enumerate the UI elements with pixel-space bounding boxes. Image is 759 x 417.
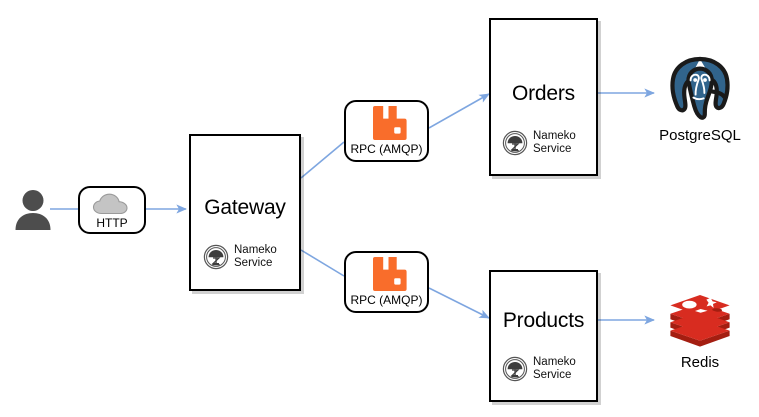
user-person-icon bbox=[15, 190, 51, 230]
service-products-title: Products bbox=[502, 309, 585, 332]
rabbitmq-icon bbox=[372, 257, 407, 291]
actor-user bbox=[14, 188, 52, 230]
transport-http[interactable]: HTTP bbox=[78, 186, 146, 234]
service-products[interactable]: Products Nameko Service bbox=[489, 270, 598, 402]
nameko-badge-products-text: Nameko Service bbox=[533, 356, 576, 381]
nameko-icon bbox=[203, 244, 229, 270]
datastore-postgresql-label: PostgreSQL bbox=[659, 127, 741, 144]
transport-http-caption: HTTP bbox=[96, 215, 128, 230]
transport-rpc-products[interactable]: RPC (AMQP) bbox=[344, 251, 429, 313]
edge-rpc-products-to-products bbox=[428, 287, 490, 319]
edge-rpc-orders-to-orders bbox=[428, 93, 490, 129]
datastore-redis[interactable]: Redis bbox=[645, 292, 755, 371]
datastore-postgresql[interactable]: PostgreSQL bbox=[645, 55, 755, 144]
service-orders[interactable]: Orders Nameko Service bbox=[489, 18, 598, 176]
nameko-badge-gateway: Nameko Service bbox=[203, 244, 277, 270]
datastore-redis-label: Redis bbox=[680, 354, 720, 371]
edge-gateway-to-rpc-products bbox=[300, 249, 345, 277]
postgresql-elephant-icon bbox=[670, 56, 730, 120]
redis-stack-icon bbox=[670, 295, 730, 347]
transport-rpc-orders[interactable]: RPC (AMQP) bbox=[344, 100, 429, 162]
nameko-icon bbox=[502, 356, 528, 382]
nameko-badge-orders-text: Nameko Service bbox=[533, 130, 576, 155]
transport-rpc-orders-caption: RPC (AMQP) bbox=[350, 142, 423, 156]
service-gateway-title: Gateway bbox=[204, 196, 286, 219]
nameko-badge-orders: Nameko Service bbox=[502, 130, 576, 156]
service-orders-title: Orders bbox=[512, 82, 575, 105]
nameko-icon bbox=[502, 130, 528, 156]
nameko-badge-products: Nameko Service bbox=[502, 356, 576, 382]
rabbitmq-icon bbox=[372, 106, 407, 140]
transport-rpc-products-caption: RPC (AMQP) bbox=[350, 293, 423, 307]
cloud-icon bbox=[92, 193, 128, 214]
edge-gateway-to-rpc-orders bbox=[300, 141, 345, 179]
service-gateway[interactable]: Gateway Nameko Service bbox=[189, 134, 301, 291]
nameko-badge-gateway-text: Nameko Service bbox=[234, 244, 277, 269]
